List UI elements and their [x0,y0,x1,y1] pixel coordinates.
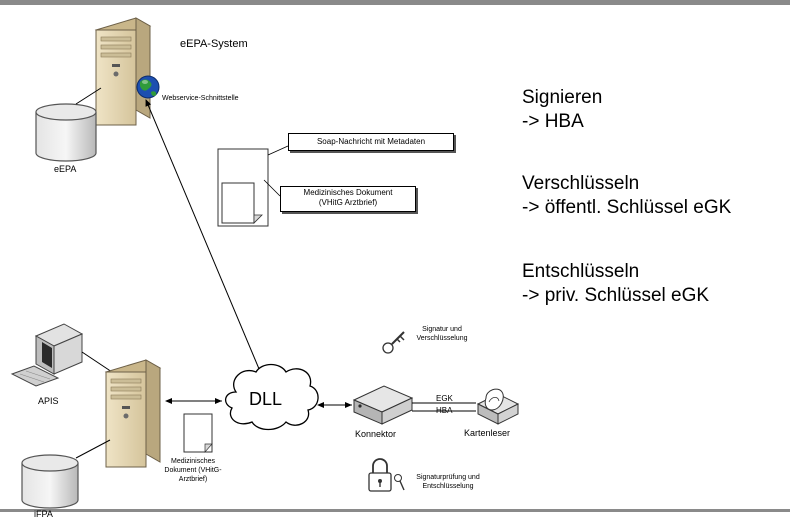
hba-label: HBA [436,406,453,415]
lock-icon [368,458,405,492]
verify-dec-line1: Signaturprüfung und [416,474,480,481]
verify-dec-caption: Signaturprüfung und Entschlüsselung [398,473,498,491]
med-doc-line1: Medizinisches Dokument [303,188,393,197]
card-reader-label: Kartenleser [464,428,511,438]
note-decrypt-detail: -> priv. Schlüssel eGK [522,285,710,306]
keyboard-icon [10,365,60,387]
note-decrypt: Entschlüsseln -> priv. Schlüssel eGK [522,260,709,308]
ifpa-label: iFPA [34,509,53,519]
eepa-database-icon [35,103,97,162]
local-doc-caption: Medizinisches Dokument (VHitG- Arztbrief… [148,457,238,484]
note-encrypt-title: Verschlüsseln [522,173,640,194]
note-sign: Signieren -> HBA [522,86,602,134]
sig-enc-line2: Verschlüsselung [416,335,468,342]
monitor-icon [34,323,84,375]
dll-cloud-icon [225,363,319,431]
bottom-rule [0,509,790,512]
note-encrypt: Verschlüsseln -> öffentl. Schlüssel eGK [522,172,731,220]
local-doc-line1: Medizinisches [171,458,215,465]
globe-icon [136,75,160,99]
doc-callout-line [263,179,281,197]
top-rule [0,0,790,5]
soap-message-label: Soap-Nachricht mit Metadaten [316,137,426,146]
apis-server-link [81,351,113,373]
card-reader-icon [476,388,520,425]
note-decrypt-title: Entschlüsseln [522,261,640,282]
verify-dec-line2: Entschlüsselung [422,483,474,490]
webservice-dll-arrow [145,99,263,377]
note-encrypt-detail: -> öffentl. Schlüssel eGK [522,197,732,218]
egk-label: EGK [436,394,453,403]
sig-enc-caption: Signatur und Verschlüsselung [402,325,482,343]
eepa-server-icon [94,17,152,126]
ifpa-server-link [75,439,111,459]
local-doc-line2: Dokument (VHitG- [164,467,222,474]
key-icon [382,331,405,354]
med-doc-box: Medizinisches Dokument (VHitG Arztbrief) [280,186,416,212]
local-doc-line3: Arztbrief) [178,476,208,483]
eepa-system-label: eEPA-System [180,38,248,50]
ifpa-database-icon [21,454,79,509]
db-server-link [75,87,102,105]
note-sign-detail: -> HBA [522,111,584,132]
soap-callout-line [267,145,289,156]
local-server-icon [104,359,162,468]
connector-label: Konnektor [355,429,397,439]
local-document-icon [183,413,213,453]
eepa-db-label: eEPA [54,164,77,174]
note-sign-title: Signieren [522,87,603,108]
connector-device-icon [352,385,414,425]
dll-label: DLL [249,389,283,409]
apis-label: APIS [38,396,59,406]
soap-document-stack [217,148,269,227]
sig-enc-line1: Signatur und [422,326,462,333]
webservice-label: Webservice-Schnittstelle [162,95,239,102]
soap-message-box: Soap-Nachricht mit Metadaten [288,133,454,151]
med-doc-line2: (VHitG Arztbrief) [318,198,378,207]
